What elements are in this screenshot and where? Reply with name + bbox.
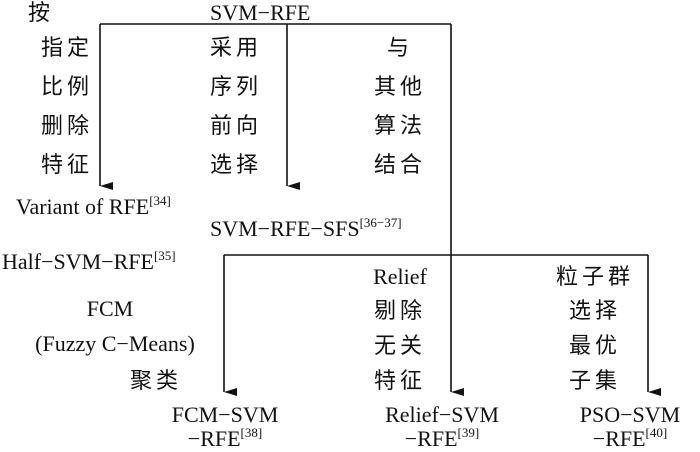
sub3-desc-line: 最优 <box>568 333 621 358</box>
branch1-alt-ref: [35] <box>153 248 176 263</box>
branch1-result-ref: [34] <box>149 193 171 208</box>
sub1-result-line2-text: −RFE <box>187 426 241 451</box>
sub3-desc-line: 粒子群 <box>555 264 634 289</box>
sub1-desc-line: FCM <box>86 296 134 321</box>
branch1-alt-result: Half−SVM−RFE[35] <box>2 249 176 275</box>
root-title: SVM−RFE <box>210 0 311 25</box>
branch3-desc-line: 其他 <box>373 74 426 99</box>
sub2-result-line2-text: −RFE <box>404 426 458 451</box>
sub3-result-line2: −RFE[40] <box>560 426 700 452</box>
branch2-result-label: SVM−RFE−SFS <box>210 216 360 241</box>
sub2-desc-line: 特征 <box>373 368 426 393</box>
branch1-desc-line: 指定 <box>41 35 94 60</box>
sub2-desc-line: Relief <box>373 264 427 289</box>
branch2-result: SVM−RFE−SFS[36−37] <box>210 216 402 242</box>
branch1-result: Variant of RFE[34] <box>16 194 171 220</box>
root-prefix: 按 <box>28 0 51 25</box>
branch1-desc-line: 比例 <box>41 74 94 99</box>
branch3-desc-line: 与 <box>386 35 413 60</box>
sub3-desc-line: 选择 <box>568 298 621 323</box>
branch1-desc-line: 特征 <box>41 152 94 177</box>
branch1-result-label: Variant of RFE <box>16 194 150 219</box>
branch2-desc-line: 序列 <box>210 74 263 99</box>
sub1-result-ref: [38] <box>240 425 263 440</box>
sub2-desc-line: 剔除 <box>373 298 426 323</box>
sub1-result-line2: −RFE[38] <box>150 426 300 452</box>
sub3-result-line2-text: −RFE <box>592 426 646 451</box>
sub1-desc-line: 聚类 <box>129 368 182 393</box>
sub1-desc-line: (Fuzzy C−Means) <box>35 331 195 356</box>
sub2-result-line2: −RFE[39] <box>362 426 522 452</box>
sub2-desc-line: 无关 <box>373 333 426 358</box>
sub2-result-ref: [39] <box>457 425 480 440</box>
sub3-result-line1: PSO−SVM <box>579 402 681 427</box>
branch2-desc-line: 采用 <box>210 35 263 60</box>
branch1-alt-label: Half−SVM−RFE <box>2 249 154 274</box>
branch2-desc-line: 前向 <box>210 113 263 138</box>
sub1-result-line1: FCM−SVM <box>171 402 279 427</box>
branch2-result-ref: [36−37] <box>359 215 402 230</box>
branch1-desc-line: 删除 <box>41 113 94 138</box>
sub3-desc-line: 子集 <box>568 368 621 393</box>
branch3-desc-line: 结合 <box>373 152 426 177</box>
sub3-result-ref: [40] <box>645 425 668 440</box>
branch3-desc-line: 算法 <box>373 113 426 138</box>
branch2-desc-line: 选择 <box>210 152 263 177</box>
sub2-result-line1: Relief−SVM <box>385 402 499 427</box>
